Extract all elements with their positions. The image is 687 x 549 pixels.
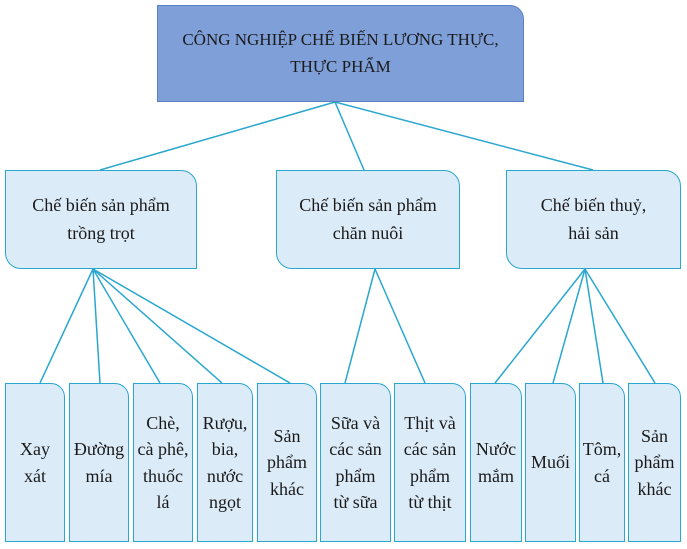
category-label: Chế biến sản phẩm chăn nuôi	[299, 194, 437, 243]
leaf-label: Sữa và các sản phẩm từ sữa	[329, 413, 382, 512]
leaf-label: Tôm, cá	[582, 439, 622, 486]
leaf-label: Đường mía	[73, 439, 125, 486]
leaf-label: Muối	[530, 452, 570, 473]
connector-crop-leaf	[92, 268, 291, 384]
connector-root-seafood	[334, 101, 594, 171]
connector-seafood-leaf	[552, 268, 586, 384]
leaf-node: Nước mắm	[470, 383, 522, 542]
connector-crop-leaf	[92, 268, 223, 384]
connector-seafood-leaf	[584, 268, 604, 384]
root-label: CÔNG NGHIỆP CHẾ BIẾN LƯƠNG THỰC, THỰC PH…	[182, 30, 499, 76]
connector-root-crop	[99, 101, 336, 171]
category-label: Chế biến sản phẩm trồng trọt	[32, 194, 170, 243]
connector-livestock-leaf	[374, 268, 426, 384]
leaf-node: Xay xát	[5, 383, 65, 542]
leaf-label: Thịt và các sản phẩm từ thịt	[403, 413, 457, 512]
connector-seafood-leaf	[584, 268, 656, 384]
leaf-node: Sản phẩm khác	[628, 383, 681, 542]
category-node-seafood: Chế biến thuỷ, hải sản	[506, 170, 681, 269]
leaf-label: Sản phẩm khác	[634, 426, 675, 499]
connector-livestock-leaf	[344, 268, 376, 384]
leaf-node: Muối	[525, 383, 576, 542]
leaf-label: Rượu, bia, nước ngọt	[202, 413, 248, 512]
leaf-label: Nước mắm	[475, 439, 517, 486]
leaf-node: Sữa và các sản phẩm từ sữa	[320, 383, 391, 542]
leaf-node: Đường mía	[69, 383, 129, 542]
connector-seafood-leaf	[494, 268, 586, 384]
leaf-node: Tôm, cá	[579, 383, 625, 542]
category-node-crop: Chế biến sản phẩm trồng trọt	[5, 170, 197, 269]
leaf-node: Chè, cà phê, thuốc lá	[133, 383, 193, 542]
connector-crop-leaf	[92, 268, 101, 384]
connector-crop-leaf	[39, 268, 94, 384]
category-label: Chế biến thuỷ, hải sản	[540, 194, 647, 243]
leaf-node: Sản phẩm khác	[257, 383, 317, 542]
leaf-label: Chè, cà phê, thuốc lá	[137, 413, 189, 512]
leaf-node: Rượu, bia, nước ngọt	[197, 383, 253, 542]
connector-root-livestock	[334, 101, 365, 171]
root-node: CÔNG NGHIỆP CHẾ BIẾN LƯƠNG THỰC, THỰC PH…	[157, 5, 524, 102]
leaf-label: Xay xát	[20, 439, 50, 486]
connector-crop-leaf	[92, 268, 161, 384]
category-node-livestock: Chế biến sản phẩm chăn nuôi	[276, 170, 460, 269]
leaf-label: Sản phẩm khác	[267, 426, 307, 499]
leaf-node: Thịt và các sản phẩm từ thịt	[394, 383, 466, 542]
